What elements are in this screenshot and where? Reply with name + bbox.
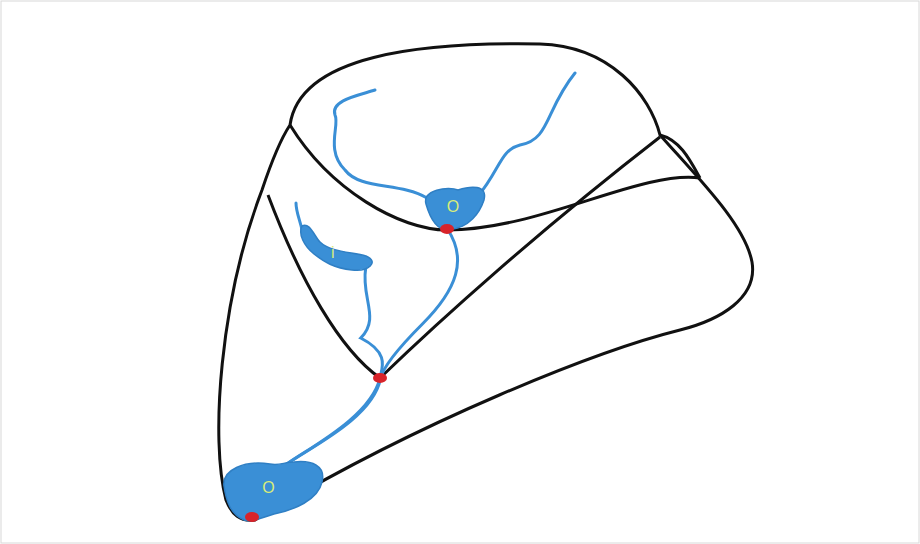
- canal-blob: i: [296, 222, 378, 272]
- canal-line: [287, 268, 383, 464]
- blob-label: O: [447, 199, 459, 215]
- blob-label: O: [262, 480, 274, 496]
- red-dot: [373, 373, 387, 383]
- canal-blob: O: [418, 182, 488, 232]
- blob-shape: [296, 222, 378, 272]
- canal-blob: O: [220, 456, 328, 522]
- blob-label: i: [331, 245, 335, 261]
